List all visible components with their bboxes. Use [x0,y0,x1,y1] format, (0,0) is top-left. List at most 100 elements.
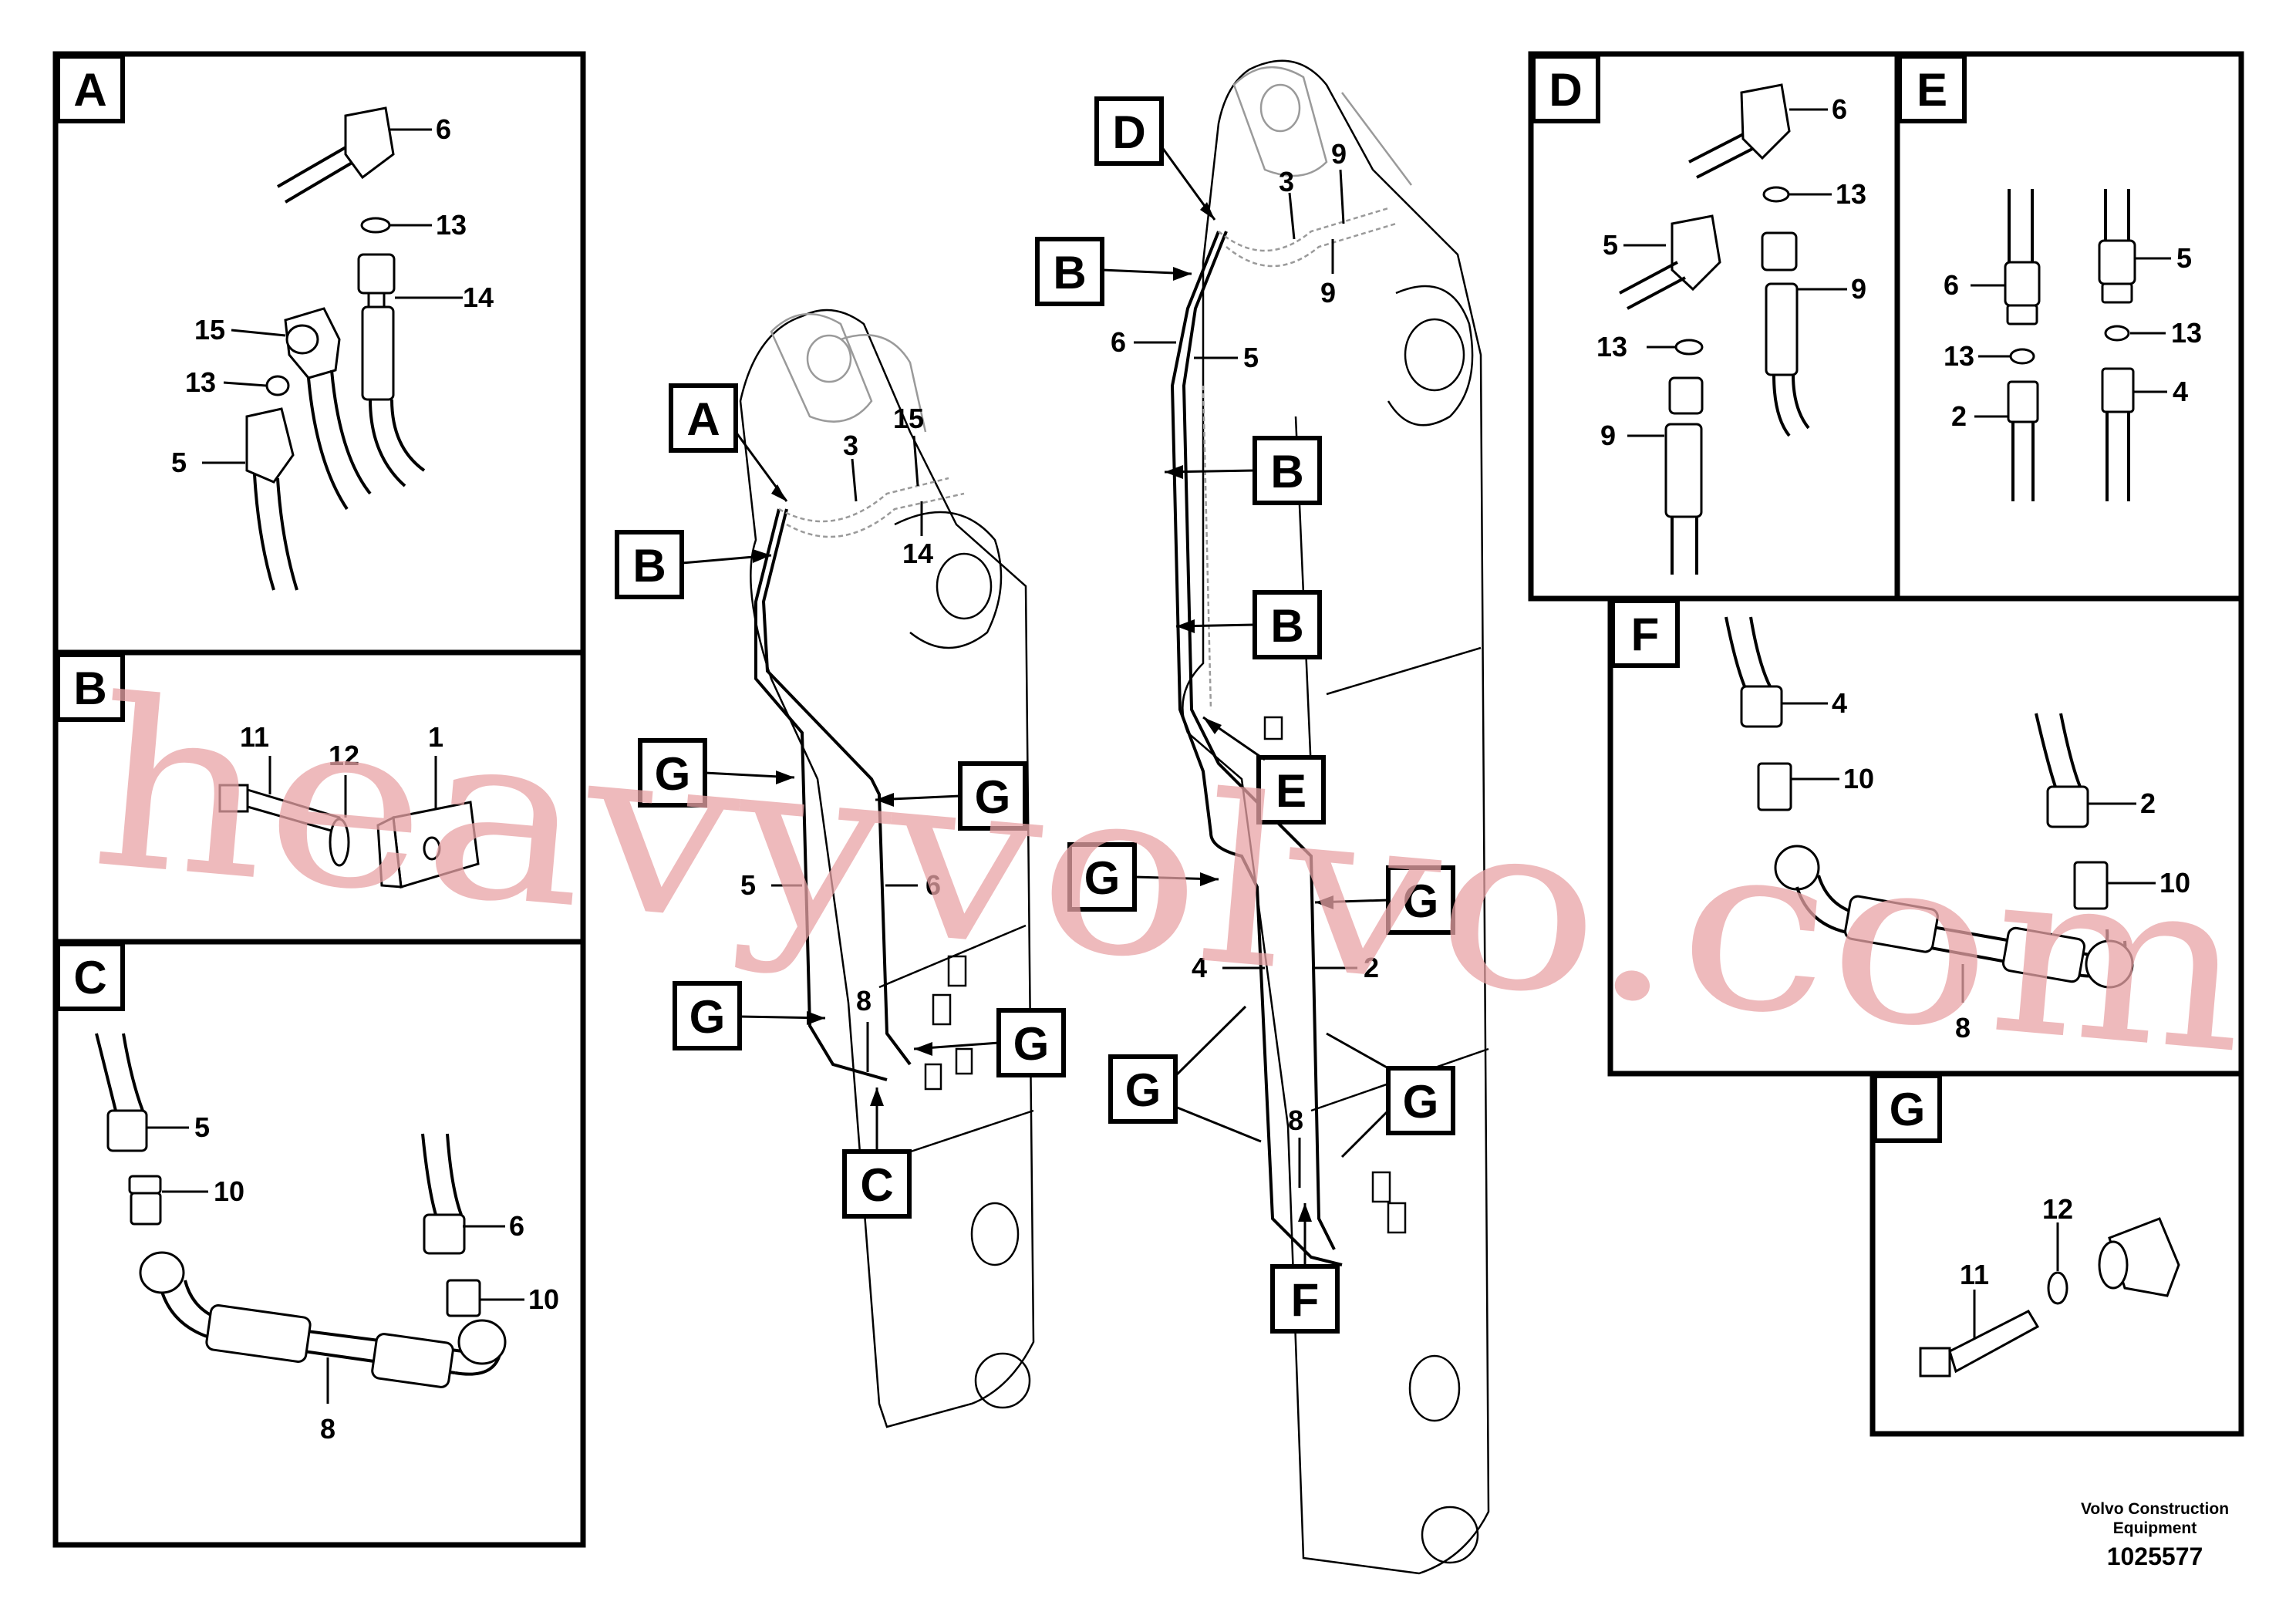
o-ring-13 [360,217,391,234]
svg-text:E: E [1276,765,1306,817]
panel-g-frame [1870,1071,2244,1437]
svg-text:B: B [73,663,106,714]
bolt-head-11 [1919,1347,1951,1378]
svg-text:G: G [1125,1064,1161,1116]
adapter-10-right [2073,861,2109,910]
nut-5 [2098,239,2136,285]
svg-text:14: 14 [902,538,933,569]
callout-c [842,1149,912,1219]
svg-text:15: 15 [893,403,924,434]
svg-text:13: 13 [1596,331,1627,363]
callout-g-3 [1108,1054,1178,1124]
boom-left-outline [739,309,1035,1428]
callout-b-1 [1035,237,1104,306]
svg-text:6: 6 [1944,269,1959,301]
svg-text:13: 13 [436,209,467,241]
callout-e [1256,755,1326,824]
svg-text:13: 13 [1944,340,1974,372]
svg-text:9: 9 [1331,138,1347,170]
adapter-10-left [1757,762,1792,811]
panel-a: A 6 13 14 15 13 5 [52,51,586,656]
nut-6 [2004,261,2041,307]
svg-text:A: A [686,393,720,445]
svg-text:G: G [689,991,726,1043]
tube-sleeve-8b [2001,926,2086,983]
elbow-fitting-5 [1671,214,1721,292]
svg-text:C: C [860,1159,893,1211]
svg-text:G: G [1084,852,1121,904]
svg-text:3: 3 [1279,166,1294,197]
callout-g-3 [673,981,742,1050]
callout-b-3 [1253,590,1322,659]
svg-text:B: B [1270,600,1303,652]
callout-g-4 [996,1008,1066,1077]
svg-text:B: B [1053,247,1086,298]
svg-text:8: 8 [856,985,872,1017]
nut-2 [2046,785,2089,828]
svg-text:5: 5 [171,447,187,478]
nut-4 [1740,685,1783,728]
fitting-5 [245,407,295,484]
svg-text:5: 5 [194,1111,210,1143]
panel-d-tag [1531,54,1600,123]
svg-text:6: 6 [1111,326,1126,358]
callout-b [615,530,684,599]
tube-sleeve-8b [371,1333,454,1388]
boom-right-assembly: 3 9 9 6 5 4 2 8 D B B B E G G [1035,59,1490,1575]
footer-company: Volvo Construction Equipment [2080,1500,2230,1537]
svg-text:2: 2 [2140,787,2156,819]
boom-right-hose-5 [1182,231,1336,1250]
svg-text:10: 10 [528,1283,559,1315]
svg-text:13: 13 [185,366,216,398]
boom-left-hose-5 [754,508,888,1081]
panel-c-tag [56,942,125,1011]
nut-5 [106,1109,148,1152]
svg-text:9: 9 [1320,277,1336,309]
washer-12 [2047,1271,2068,1305]
svg-text:D: D [1112,106,1145,158]
watermark-text: heavyvolvo.com [83,649,2258,1105]
panel-g-tag [1873,1074,1942,1143]
svg-text:1: 1 [428,721,443,753]
boom-right-hose-6 [1170,231,1343,1266]
svg-text:5: 5 [740,869,756,901]
boom-left-assembly: 3 15 14 5 6 8 A B G G G G C [615,309,1066,1428]
hose-fitting-14 [361,305,395,401]
svg-text:G: G [1403,1076,1439,1128]
svg-text:2: 2 [1364,952,1379,983]
callout-g-4 [1386,1066,1455,1135]
svg-text:G: G [1013,1018,1050,1070]
svg-text:12: 12 [2042,1193,2073,1225]
svg-text:F: F [1291,1274,1320,1326]
svg-text:11: 11 [240,721,269,753]
svg-text:11: 11 [1960,1259,1989,1290]
svg-text:G: G [1890,1084,1926,1135]
callout-g-2 [1386,865,1455,935]
svg-text:3: 3 [843,430,858,461]
panel-c-frame [52,939,586,1548]
callout-g-1 [638,738,707,808]
boom-left-hose-6 [761,508,912,1066]
callout-b-2 [1253,436,1322,505]
svg-text:13: 13 [2171,317,2202,349]
callout-d [1094,96,1164,166]
svg-text:14: 14 [463,282,494,313]
svg-text:9: 9 [1600,420,1616,451]
svg-text:G: G [975,771,1011,823]
hose-fitting-9-lower [1664,423,1703,518]
svg-text:6: 6 [436,113,451,145]
tube-sleeve-8a [1844,895,1939,953]
svg-text:8: 8 [1288,1104,1303,1136]
svg-text:10: 10 [2159,867,2190,899]
panel-e: E 6 13 2 5 13 4 [1894,51,2244,602]
washer-12 [329,818,350,867]
svg-text:5: 5 [2176,242,2192,274]
svg-text:13: 13 [1836,178,1866,210]
svg-text:E: E [1917,64,1947,116]
hose-fitting-9-upper [1765,282,1799,376]
adapter-10-left [130,1192,162,1226]
nut-6 [423,1213,466,1255]
panel-a-tag [56,54,125,123]
panel-e-tag [1897,54,1967,123]
